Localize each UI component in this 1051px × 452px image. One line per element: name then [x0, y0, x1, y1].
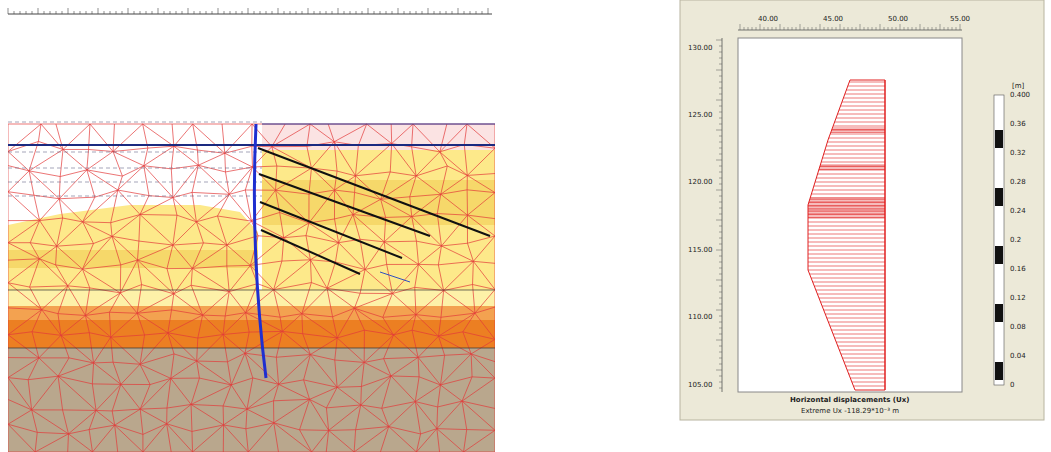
axis-value: 130.00	[688, 45, 713, 52]
axis-value: 120.00	[688, 179, 713, 186]
colorbar-value: 0.36	[1010, 121, 1026, 128]
colorbar-value: 0.28	[1010, 179, 1026, 186]
colorbar-value: 0.2	[1010, 237, 1021, 244]
colorbar-value: 0.400	[1010, 92, 1030, 99]
colorbar-value: [m]	[1012, 83, 1024, 90]
colorbar-value: 0	[1010, 382, 1014, 389]
colorbar-value: 0.08	[1010, 324, 1026, 331]
colorbar-value: 0.32	[1010, 150, 1026, 157]
plot-caption: Extreme Ux -118.29*10⁻³ m	[801, 408, 899, 415]
axis-value: 115.00	[688, 247, 713, 254]
axis-value: 55.00	[950, 16, 970, 23]
axis-value: 110.00	[688, 314, 713, 321]
colorbar-value: 0.16	[1010, 266, 1026, 273]
axis-value: 50.00	[888, 16, 908, 23]
axis-value: 40.00	[758, 16, 778, 23]
plot-caption: Horizontal displacements (Ux)	[790, 397, 909, 404]
axis-value: 105.00	[688, 382, 713, 389]
colorbar-value: 0.24	[1010, 208, 1026, 215]
axis-value: 45.00	[823, 16, 843, 23]
axis-value: 125.00	[688, 112, 713, 119]
colorbar-value: 0.04	[1010, 353, 1026, 360]
colorbar-value: 0.12	[1010, 295, 1026, 302]
